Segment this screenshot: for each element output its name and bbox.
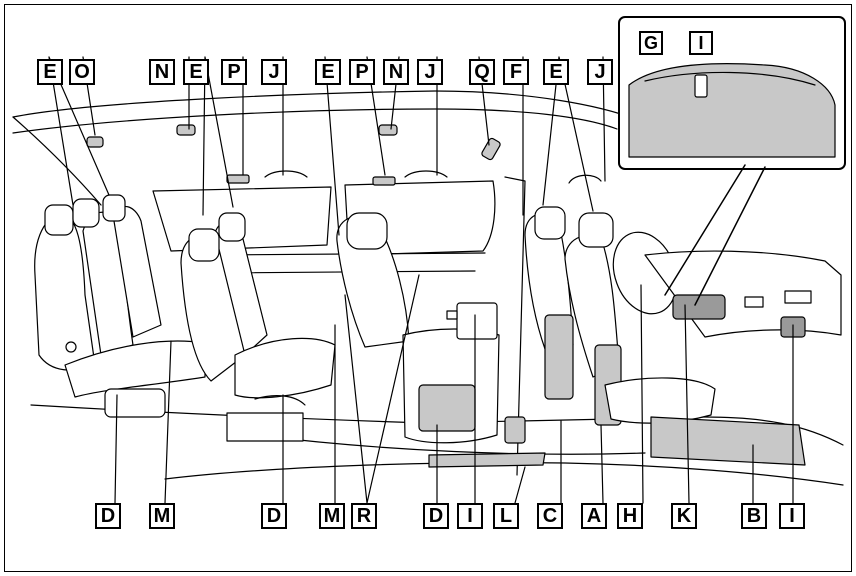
- grab-handle-1: [265, 171, 307, 177]
- callout-label: K: [671, 503, 697, 529]
- headrest-3c: [103, 195, 125, 221]
- callout-label: N: [149, 59, 175, 85]
- callout-label: J: [417, 59, 443, 85]
- dash-panel-1: [785, 291, 811, 303]
- callout-label: E: [315, 59, 341, 85]
- roof-rear-pillar: [13, 117, 101, 205]
- roof-inner-line: [13, 109, 617, 133]
- grab-handle-2: [405, 171, 447, 177]
- stair-step: [429, 453, 545, 467]
- headrest-2a: [189, 229, 219, 261]
- roof-light-1: [227, 175, 249, 183]
- second-row-left-rail: [227, 413, 303, 441]
- seat-pocket: [457, 303, 497, 339]
- inset-switch: [695, 75, 707, 97]
- callout-label: D: [261, 503, 287, 529]
- callout-label: E: [543, 59, 569, 85]
- callout-label: A: [581, 503, 607, 529]
- roof-light-front: [481, 137, 501, 160]
- roof-light-2: [373, 177, 395, 185]
- callout-label: C: [537, 503, 563, 529]
- callout-label: I: [457, 503, 483, 529]
- callout-label: I: [779, 503, 805, 529]
- third-row-leg: [105, 389, 165, 417]
- seat-pocket-icon: [447, 311, 457, 319]
- callout-label: D: [423, 503, 449, 529]
- callout-label: J: [261, 59, 287, 85]
- seat-switch: [505, 417, 525, 443]
- callout-label: P: [221, 59, 247, 85]
- callout-label: I: [689, 31, 713, 55]
- front-seat-side-a: [545, 315, 573, 399]
- roof-light-rear: [87, 137, 103, 147]
- callout-label: Q: [469, 59, 495, 85]
- headrest-2c: [347, 213, 387, 249]
- callout-label: H: [617, 503, 643, 529]
- callout-label: G: [639, 31, 663, 55]
- callout-label: M: [319, 503, 345, 529]
- roof-console-1: [177, 125, 195, 135]
- callout-label: E: [37, 59, 63, 85]
- callout-label: N: [383, 59, 409, 85]
- callout-label: R: [351, 503, 377, 529]
- callout-label: F: [503, 59, 529, 85]
- callout-label: J: [587, 59, 613, 85]
- roof-console-2: [379, 125, 397, 135]
- callout-label: D: [95, 503, 121, 529]
- front-floor-mat: [651, 417, 805, 465]
- callout-label: M: [149, 503, 175, 529]
- headrest-front-right: [579, 213, 613, 247]
- seat-panel-d: [419, 385, 475, 431]
- callout-label: P: [349, 59, 375, 85]
- vehicle-interior-illustration: [5, 5, 853, 573]
- headrest-3b: [73, 199, 99, 227]
- callout-label: O: [69, 59, 95, 85]
- callout-label: L: [493, 503, 519, 529]
- callout-label: E: [183, 59, 209, 85]
- headrest-front-left: [535, 207, 565, 239]
- headrest-2b: [219, 213, 245, 241]
- callout-label: B: [741, 503, 767, 529]
- ottoman: [255, 396, 305, 405]
- dash-vent: [745, 297, 763, 307]
- front-cushion: [605, 378, 715, 423]
- headrest-3a: [45, 205, 73, 235]
- diagram-frame: E O N E P J E P N J Q F E J G I D M D M …: [4, 4, 852, 572]
